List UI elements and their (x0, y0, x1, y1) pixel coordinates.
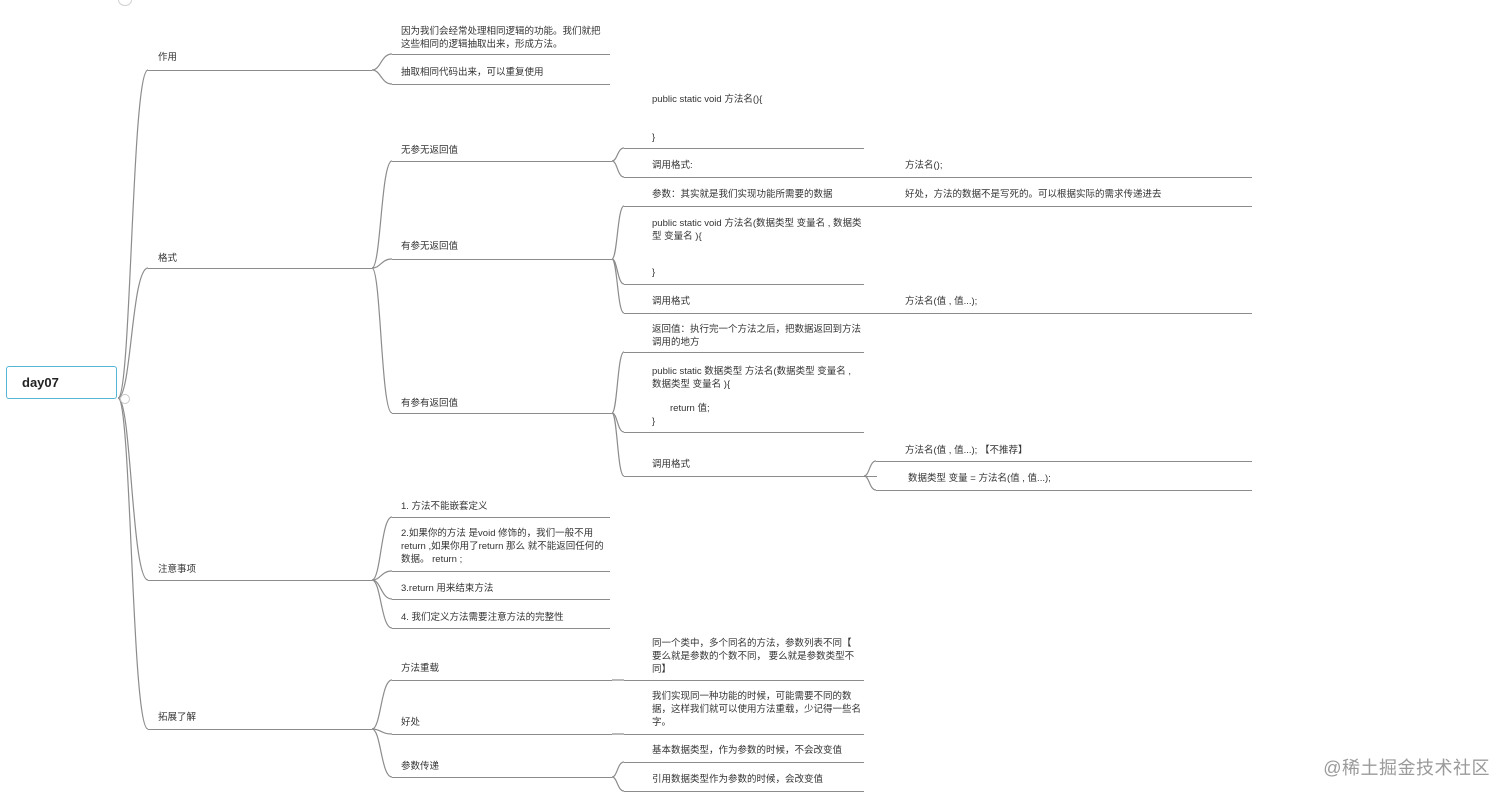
node-wucan-call-value[interactable]: 方法名(); (905, 160, 943, 171)
connector (611, 761, 625, 778)
underline (624, 352, 864, 353)
node-zhuyi-item-4[interactable]: 4. 我们定义方法需要注意方法的完整性 (401, 612, 564, 623)
connector (611, 776, 625, 792)
underline (624, 762, 864, 763)
node-haochu-desc[interactable]: 我们实现同一种功能的时候，可能需要不同的数据，这样我们就可以使用方法重载，少记得… (652, 691, 862, 728)
connector (611, 205, 625, 260)
underline (148, 580, 372, 581)
node-wucan-close: } (652, 132, 656, 143)
node-tuozhan[interactable]: 拓展了解 (158, 712, 197, 723)
node-youcan-call[interactable]: 调用格式 (652, 296, 691, 307)
underline (624, 177, 877, 178)
connector (371, 728, 393, 778)
node-zuoyong[interactable]: 作用 (158, 52, 178, 63)
node-chuandi-item-2[interactable]: 引用数据类型作为参数的时候，会改变值 (652, 774, 824, 785)
connector (371, 69, 393, 85)
connector (611, 258, 625, 314)
node-youcan-benefit[interactable]: 好处，方法的数据不是写死的。可以根据实际的需求传递进去 (905, 189, 1162, 200)
underline (876, 461, 1252, 462)
node-youfan-call[interactable]: 调用格式 (652, 459, 691, 470)
connector (371, 570, 393, 581)
underline (392, 54, 610, 55)
node-youcan-call-value[interactable]: 方法名(值 , 值...); (905, 296, 978, 307)
underline (624, 680, 864, 681)
underline (148, 70, 372, 71)
underline (876, 490, 1252, 491)
connector (117, 267, 149, 399)
node-chongzai-desc[interactable]: 同一个类中，多个同名的方法，参数列表不同【 要么就是参数的个数不同， 要么就是参… (652, 638, 855, 675)
node-zuoyong-item-1[interactable]: 因为我们会经常处理相同逻辑的功能。我们就把这些相同的逻辑抽取出来，形成方法。 (401, 26, 601, 50)
node-youfan-return-stmt: return 值; (670, 403, 710, 414)
connector (371, 579, 393, 629)
connector (117, 69, 149, 399)
underline (624, 791, 864, 792)
connector (371, 679, 393, 730)
node-youfan[interactable]: 有参有返回值 (401, 398, 459, 409)
underline (148, 268, 372, 269)
node-chuandi-item-1[interactable]: 基本数据类型，作为参数的时候，不会改变值 (652, 745, 843, 756)
underline (148, 729, 372, 730)
connector (863, 460, 877, 477)
node-wucan-call[interactable]: 调用格式: (652, 160, 693, 171)
node-chongzai[interactable]: 方法重载 (401, 663, 440, 674)
root-node[interactable]: day07 (6, 366, 117, 399)
node-wucan-def[interactable]: public static void 方法名(){ (652, 94, 763, 105)
connector (371, 516, 393, 581)
connector (371, 258, 393, 269)
underline (392, 777, 612, 778)
node-youfan-call-value-2[interactable]: 数据类型 变量 = 方法名(值 , 值...); (908, 473, 1051, 484)
node-youcan-close: } (652, 267, 656, 278)
connector (611, 412, 625, 477)
underline (876, 177, 1252, 178)
node-zuoyong-item-2[interactable]: 抽取相同代码出来，可以重复使用 (401, 67, 544, 78)
node-youcan-param[interactable]: 参数：其实就是我们实现功能所需要的数据 (652, 189, 833, 200)
underline (392, 628, 610, 629)
node-youcan[interactable]: 有参无返回值 (401, 241, 459, 252)
node-wucan[interactable]: 无参无返回值 (401, 145, 459, 156)
underline (392, 571, 610, 572)
underline (624, 148, 864, 149)
connector (611, 351, 625, 414)
underline (392, 413, 612, 414)
underline (876, 313, 1252, 314)
connector (371, 160, 393, 269)
collapse-handle[interactable] (120, 394, 130, 404)
node-youfan-def[interactable]: public static 数据类型 方法名(数据类型 变量名 , 数据类型 变… (652, 366, 851, 390)
connector (371, 267, 393, 414)
node-zhuyi-item-1[interactable]: 1. 方法不能嵌套定义 (401, 501, 488, 512)
underline (392, 517, 610, 518)
underline (392, 599, 610, 600)
root-label: day07 (22, 375, 59, 390)
node-youcan-def[interactable]: public static void 方法名(数据类型 变量名 , 数据类型 变… (652, 218, 862, 242)
node-chuandi[interactable]: 参数传递 (401, 761, 440, 772)
underline (392, 259, 612, 260)
underline (624, 432, 864, 433)
connector (371, 53, 393, 71)
node-haochu[interactable]: 好处 (401, 717, 421, 728)
underline (624, 206, 877, 207)
node-zhuyi-item-3[interactable]: 3.return 用来结束方法 (401, 583, 494, 594)
underline (392, 84, 610, 85)
connector (117, 397, 149, 581)
underline (392, 734, 612, 735)
underline (624, 476, 877, 477)
underline (624, 313, 877, 314)
node-geshi[interactable]: 格式 (158, 253, 178, 264)
underline (392, 680, 612, 681)
node-youfan-return[interactable]: 返回值：执行完一个方法之后，把数据返回到方法调用的地方 (652, 324, 862, 348)
connector (863, 475, 877, 491)
underline (624, 284, 864, 285)
node-zhuyi-item-2[interactable]: 2.如果你的方法 是void 修饰的，我们一般不用 return ,如果你用了r… (401, 528, 604, 565)
underline (876, 206, 1252, 207)
node-youfan-call-value-1[interactable]: 方法名(值 , 值...); 【不推荐】 (905, 445, 1028, 456)
connector (117, 397, 149, 730)
underline (624, 734, 864, 735)
connector (611, 160, 625, 178)
connector (611, 147, 625, 162)
underline (392, 161, 612, 162)
node-youfan-close: } (652, 416, 656, 427)
watermark: @稀土掘金技术社区 (1323, 758, 1490, 778)
node-zhuyi[interactable]: 注意事项 (158, 564, 197, 575)
